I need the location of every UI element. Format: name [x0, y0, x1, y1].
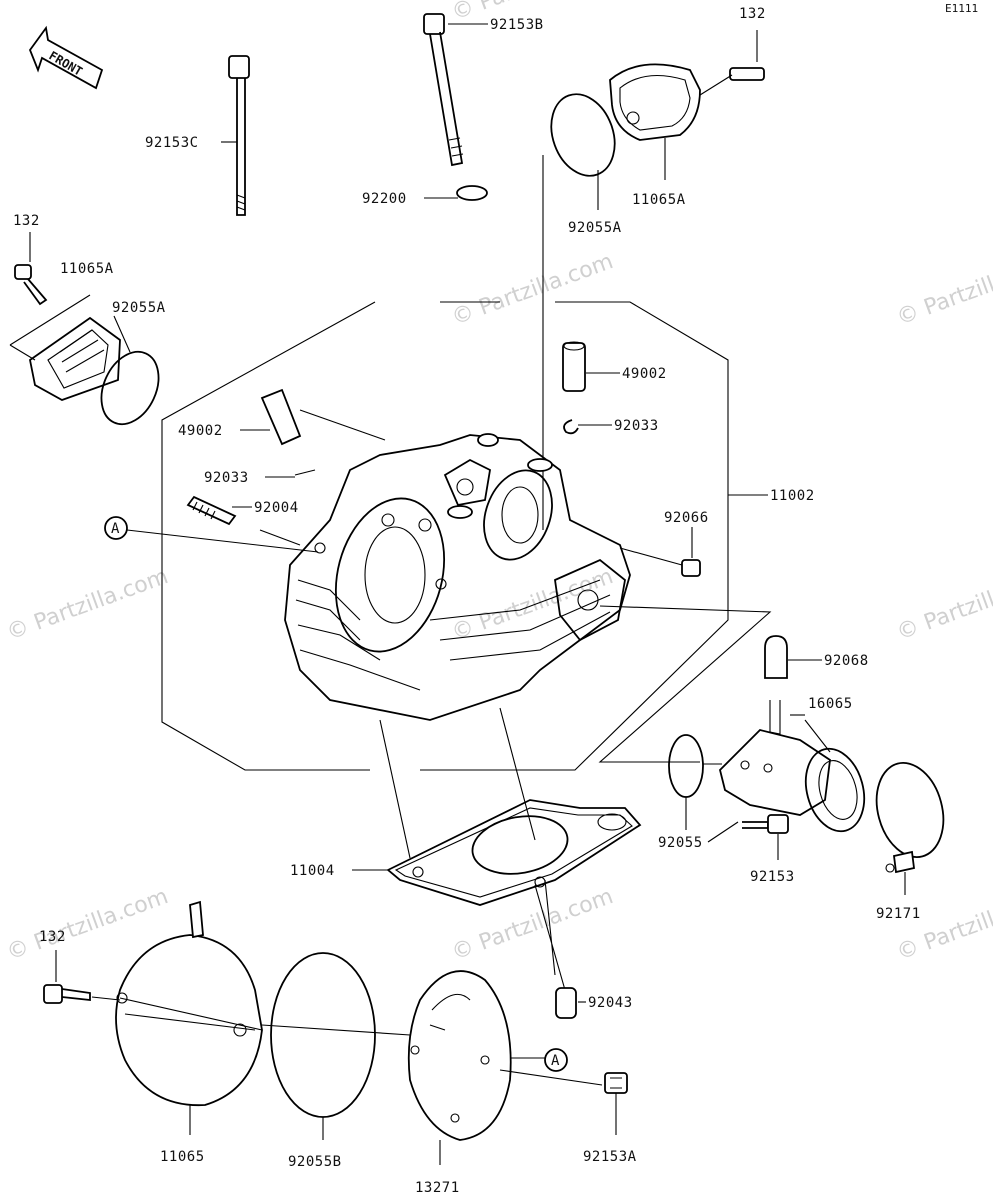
part-label-16065: 16065 — [808, 696, 853, 712]
bolt-92153 — [742, 814, 789, 834]
part-label-11065: 11065 — [160, 1149, 205, 1165]
washer-92200 — [456, 185, 488, 201]
part-label-49002-right: 49002 — [622, 366, 667, 382]
diagram-code: E1111 — [945, 2, 978, 15]
watermark: © Partzilla.com — [894, 564, 993, 646]
cap-92068 — [764, 635, 788, 679]
watermark: © Partzilla.com — [4, 564, 172, 646]
front-label: FRONT — [47, 48, 85, 78]
intake-pipe-16065 — [719, 700, 866, 833]
part-label-49002-left: 49002 — [178, 423, 223, 439]
dowel-92043 — [555, 987, 577, 1019]
part-label-132-top: 132 — [739, 6, 766, 22]
oring-92055 — [668, 734, 704, 798]
long-bolt-92153c — [228, 55, 250, 216]
ref-marker-a-upper-label: A — [111, 521, 120, 537]
part-label-132-bottom: 132 — [39, 929, 66, 945]
bolt-132-bottom — [43, 984, 91, 1004]
clip-92033-left — [294, 469, 316, 476]
part-label-92055b: 92055B — [288, 1154, 342, 1170]
bolt-92153a — [604, 1072, 628, 1094]
part-label-92153: 92153 — [750, 869, 795, 885]
part-label-92153a: 92153A — [583, 1149, 637, 1165]
plug-92066 — [681, 559, 701, 577]
part-label-11065a-top: 11065A — [632, 192, 686, 208]
part-label-92055a-top: 92055A — [568, 220, 622, 236]
clip-92033-right — [563, 419, 579, 435]
front-arrow-icon: FRONT — [28, 25, 104, 90]
part-label-92200: 92200 — [362, 191, 407, 207]
ref-marker-a-lower-label: A — [551, 1053, 560, 1069]
head-gasket-11004 — [386, 799, 642, 906]
part-label-92055a-left: 92055A — [112, 300, 166, 316]
valve-guide-49002-right — [562, 341, 586, 392]
oring-92055a-left — [100, 350, 160, 426]
part-label-92066: 92066 — [664, 510, 709, 526]
part-label-11004: 11004 — [290, 863, 335, 879]
clamp-92171 — [875, 762, 945, 874]
side-cover-13271 — [407, 970, 512, 1141]
part-label-92004: 92004 — [254, 500, 299, 516]
ref-marker-a-upper — [104, 516, 128, 540]
bolt-132-top — [729, 67, 765, 81]
cylinder-cover-11065 — [115, 900, 263, 1107]
bolt-132-left — [14, 264, 32, 280]
cylinder-head-11002 — [284, 433, 631, 721]
head-group-frame — [161, 301, 729, 771]
bolt-92153b — [423, 13, 464, 167]
part-label-92033-left: 92033 — [204, 470, 249, 486]
part-label-92033-right: 92033 — [614, 418, 659, 434]
stud-92004 — [186, 495, 237, 526]
part-label-92068: 92068 — [824, 653, 869, 669]
valve-cover-11065a-left — [29, 316, 121, 401]
part-label-92043: 92043 — [588, 995, 633, 1011]
part-label-11065a-left: 11065A — [60, 261, 114, 277]
watermark: © Partzilla.com — [449, 884, 617, 966]
part-label-11002: 11002 — [770, 488, 815, 504]
valve-cover-11065a-top — [609, 63, 701, 141]
oring-92055b — [270, 952, 376, 1118]
part-label-92153c: 92153C — [145, 135, 199, 151]
watermark: © Partzilla.com — [894, 249, 993, 331]
ref-marker-a-lower — [544, 1048, 568, 1072]
watermark: © Partzilla.com — [4, 884, 172, 966]
valve-guide-49002-left — [260, 388, 302, 446]
part-label-92171: 92171 — [876, 906, 921, 922]
part-label-13271: 13271 — [415, 1180, 460, 1196]
part-label-132-left: 132 — [13, 213, 40, 229]
part-label-92055: 92055 — [658, 835, 703, 851]
watermark: © Partzilla.com — [449, 249, 617, 331]
watermark: © Partzilla.com — [894, 884, 993, 966]
oring-92055a-top — [550, 93, 616, 177]
part-label-92153b: 92153B — [490, 17, 544, 33]
